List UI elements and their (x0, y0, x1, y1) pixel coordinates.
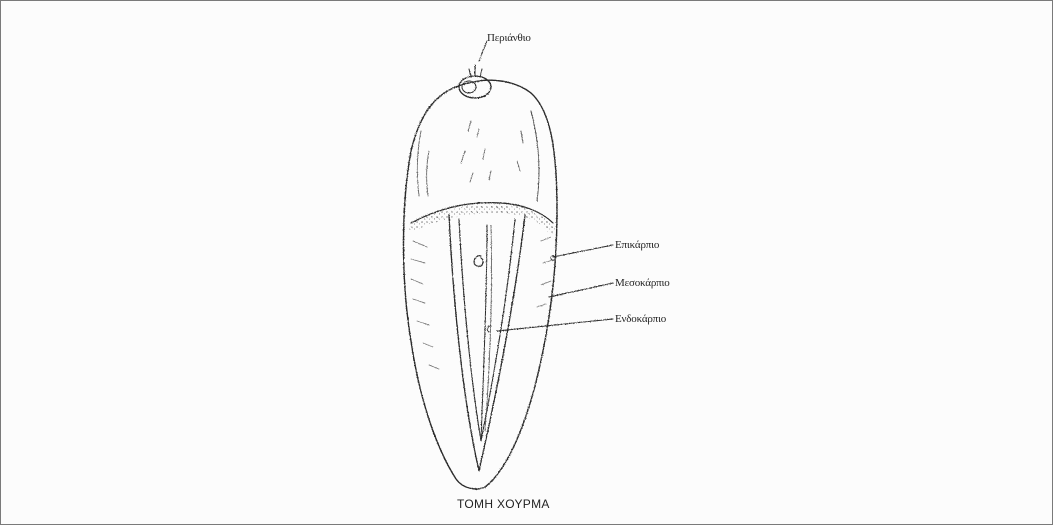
leader-endocarp (497, 319, 613, 331)
leader-epicarp (553, 245, 613, 257)
mesocarp-label: Μεσοκάρπιο (615, 277, 670, 289)
epicarp-label: Επικάρπιο (615, 239, 659, 251)
leader-mesocarp (549, 283, 613, 297)
mesocarp-shading (411, 237, 553, 369)
upper-skin-shading (417, 111, 539, 201)
fruit-outline (404, 80, 558, 489)
perianth-label: Περιάνθιο (487, 32, 531, 44)
figure-caption: ΤΟΜΗ ΧΟΥΡΜΑ (457, 497, 550, 511)
leader-perianth (479, 41, 487, 61)
endocarp-label: Ενδοκάρπιο (615, 313, 666, 325)
seed-groove (481, 225, 487, 441)
